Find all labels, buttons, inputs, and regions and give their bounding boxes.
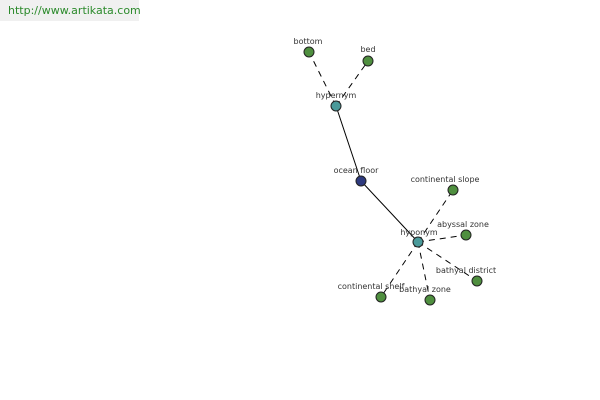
node-hypernym[interactable]: [330, 100, 342, 112]
label-bathyal-district[interactable]: bathyal district: [436, 266, 496, 275]
node-continental-shelf[interactable]: [375, 291, 387, 303]
label-hyponym[interactable]: hyponym: [400, 228, 438, 237]
node-continental-slope[interactable]: [447, 184, 459, 196]
node-bottom[interactable]: [303, 46, 315, 58]
edge-hyponym-abyssal-zone: [417, 234, 467, 243]
node-ocean-floor[interactable]: [355, 175, 367, 187]
label-hypernym[interactable]: hypernym: [316, 91, 357, 100]
node-abyssal-zone[interactable]: [460, 229, 472, 241]
node-hyponym[interactable]: [412, 236, 424, 248]
label-ocean-floor[interactable]: ocean floor: [334, 166, 380, 175]
site-url-link[interactable]: http://www.artikata.com: [0, 0, 141, 21]
node-bathyal-zone[interactable]: [424, 294, 436, 306]
node-bed[interactable]: [362, 55, 374, 67]
edge-hyponym-bathyal-district: [417, 241, 478, 282]
edge-hyponym-continental-shelf: [380, 241, 419, 298]
node-bathyal-district[interactable]: [471, 275, 483, 287]
label-bed[interactable]: bed: [360, 45, 375, 54]
edge-ocean-floor-hyponym: [360, 180, 419, 243]
edge-ocean-floor-hypernym: [335, 105, 362, 182]
label-abyssal-zone[interactable]: abyssal zone: [437, 220, 489, 229]
label-continental-shelf[interactable]: continental shelf: [338, 282, 405, 291]
label-bathyal-zone[interactable]: bathyal zone: [399, 285, 451, 294]
label-bottom[interactable]: bottom: [294, 37, 323, 46]
edge-hyponym-bathyal-zone: [417, 241, 431, 301]
label-continental-slope[interactable]: continental slope: [411, 175, 480, 184]
edge-hypernym-bed: [335, 60, 369, 107]
